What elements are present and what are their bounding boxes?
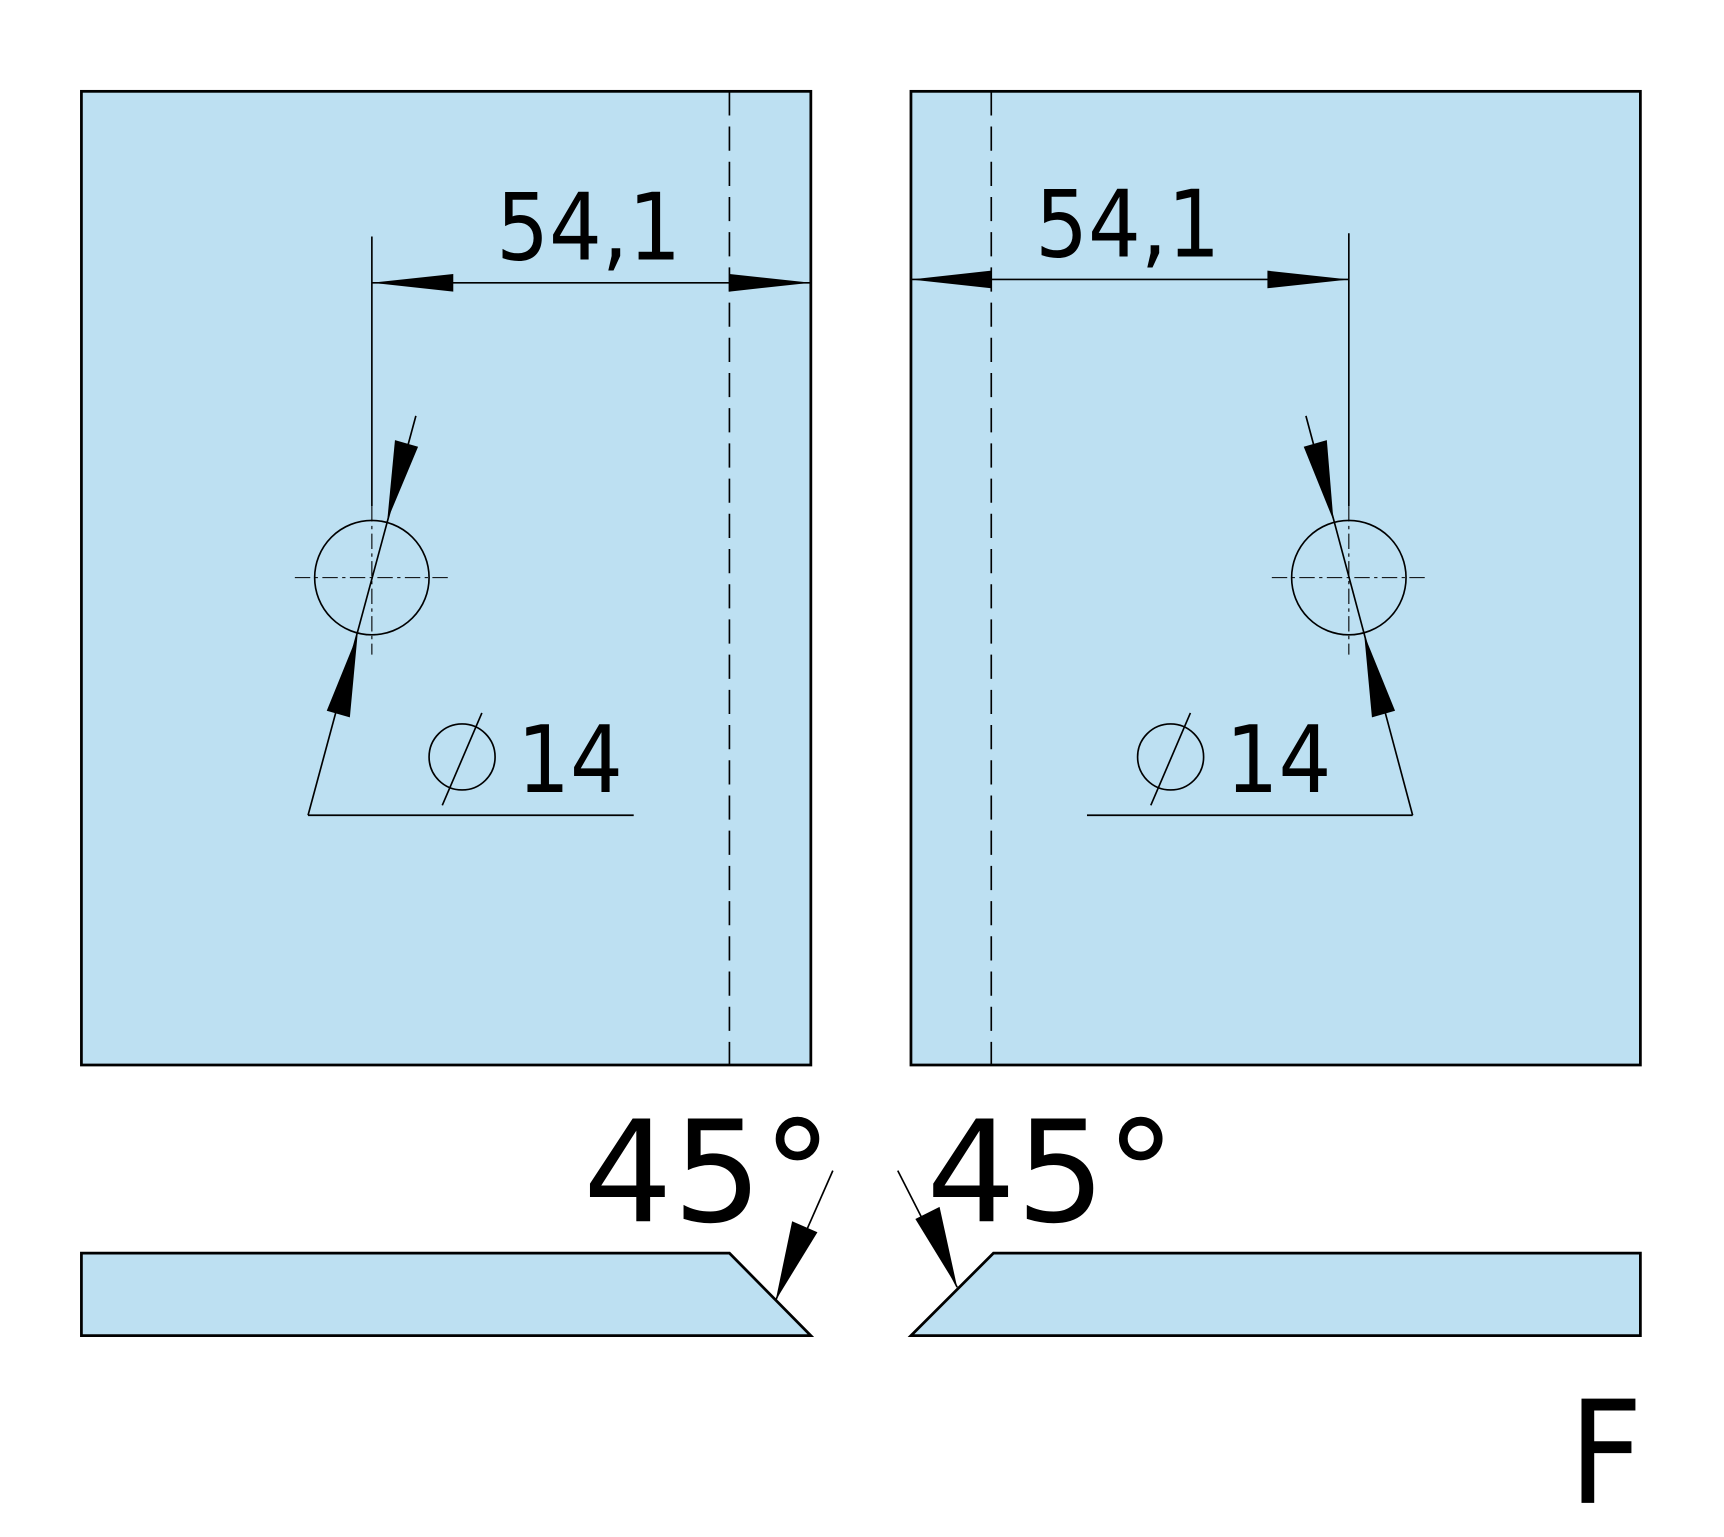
left-diameter-symbol — [428, 723, 496, 791]
left-distance-label: 54,1 — [496, 174, 681, 282]
right-diameter-slash — [1150, 712, 1192, 806]
left-angle-arrow — [775, 1221, 818, 1301]
left-dim-arrow-2 — [729, 273, 811, 292]
right-diameter-symbol — [1136, 723, 1205, 791]
left-dia-arrow-2 — [326, 634, 358, 718]
left-glass-edge — [80, 1251, 815, 1338]
right-dim-arrow-2 — [1267, 270, 1349, 289]
left-plate-view: 54,1 14 — [80, 89, 813, 1067]
variant-label: F — [1569, 1370, 1643, 1537]
right-dim-arrow-1 — [910, 270, 992, 289]
left-diameter-slash — [441, 712, 483, 806]
left-angle-label: 45° — [583, 1091, 833, 1255]
left-edge-view: 45° — [80, 1091, 834, 1338]
right-glass-edge — [907, 1251, 1642, 1338]
right-angle-arrow — [915, 1206, 958, 1288]
left-dim-arrow-1 — [371, 273, 454, 292]
right-hole-diameter-label: 14 — [1226, 706, 1332, 814]
left-hole-diameter-label: 14 — [517, 706, 623, 814]
right-plate-view: 54,1 14 — [909, 89, 1642, 1067]
left-dia-arrow-1 — [387, 440, 419, 521]
right-angle-label: 45° — [926, 1091, 1176, 1255]
right-distance-label: 54,1 — [1035, 170, 1220, 278]
right-edge-view: 45° — [897, 1091, 1642, 1338]
right-dia-arrow-1 — [1303, 440, 1334, 521]
right-dia-arrow-2 — [1364, 634, 1396, 718]
